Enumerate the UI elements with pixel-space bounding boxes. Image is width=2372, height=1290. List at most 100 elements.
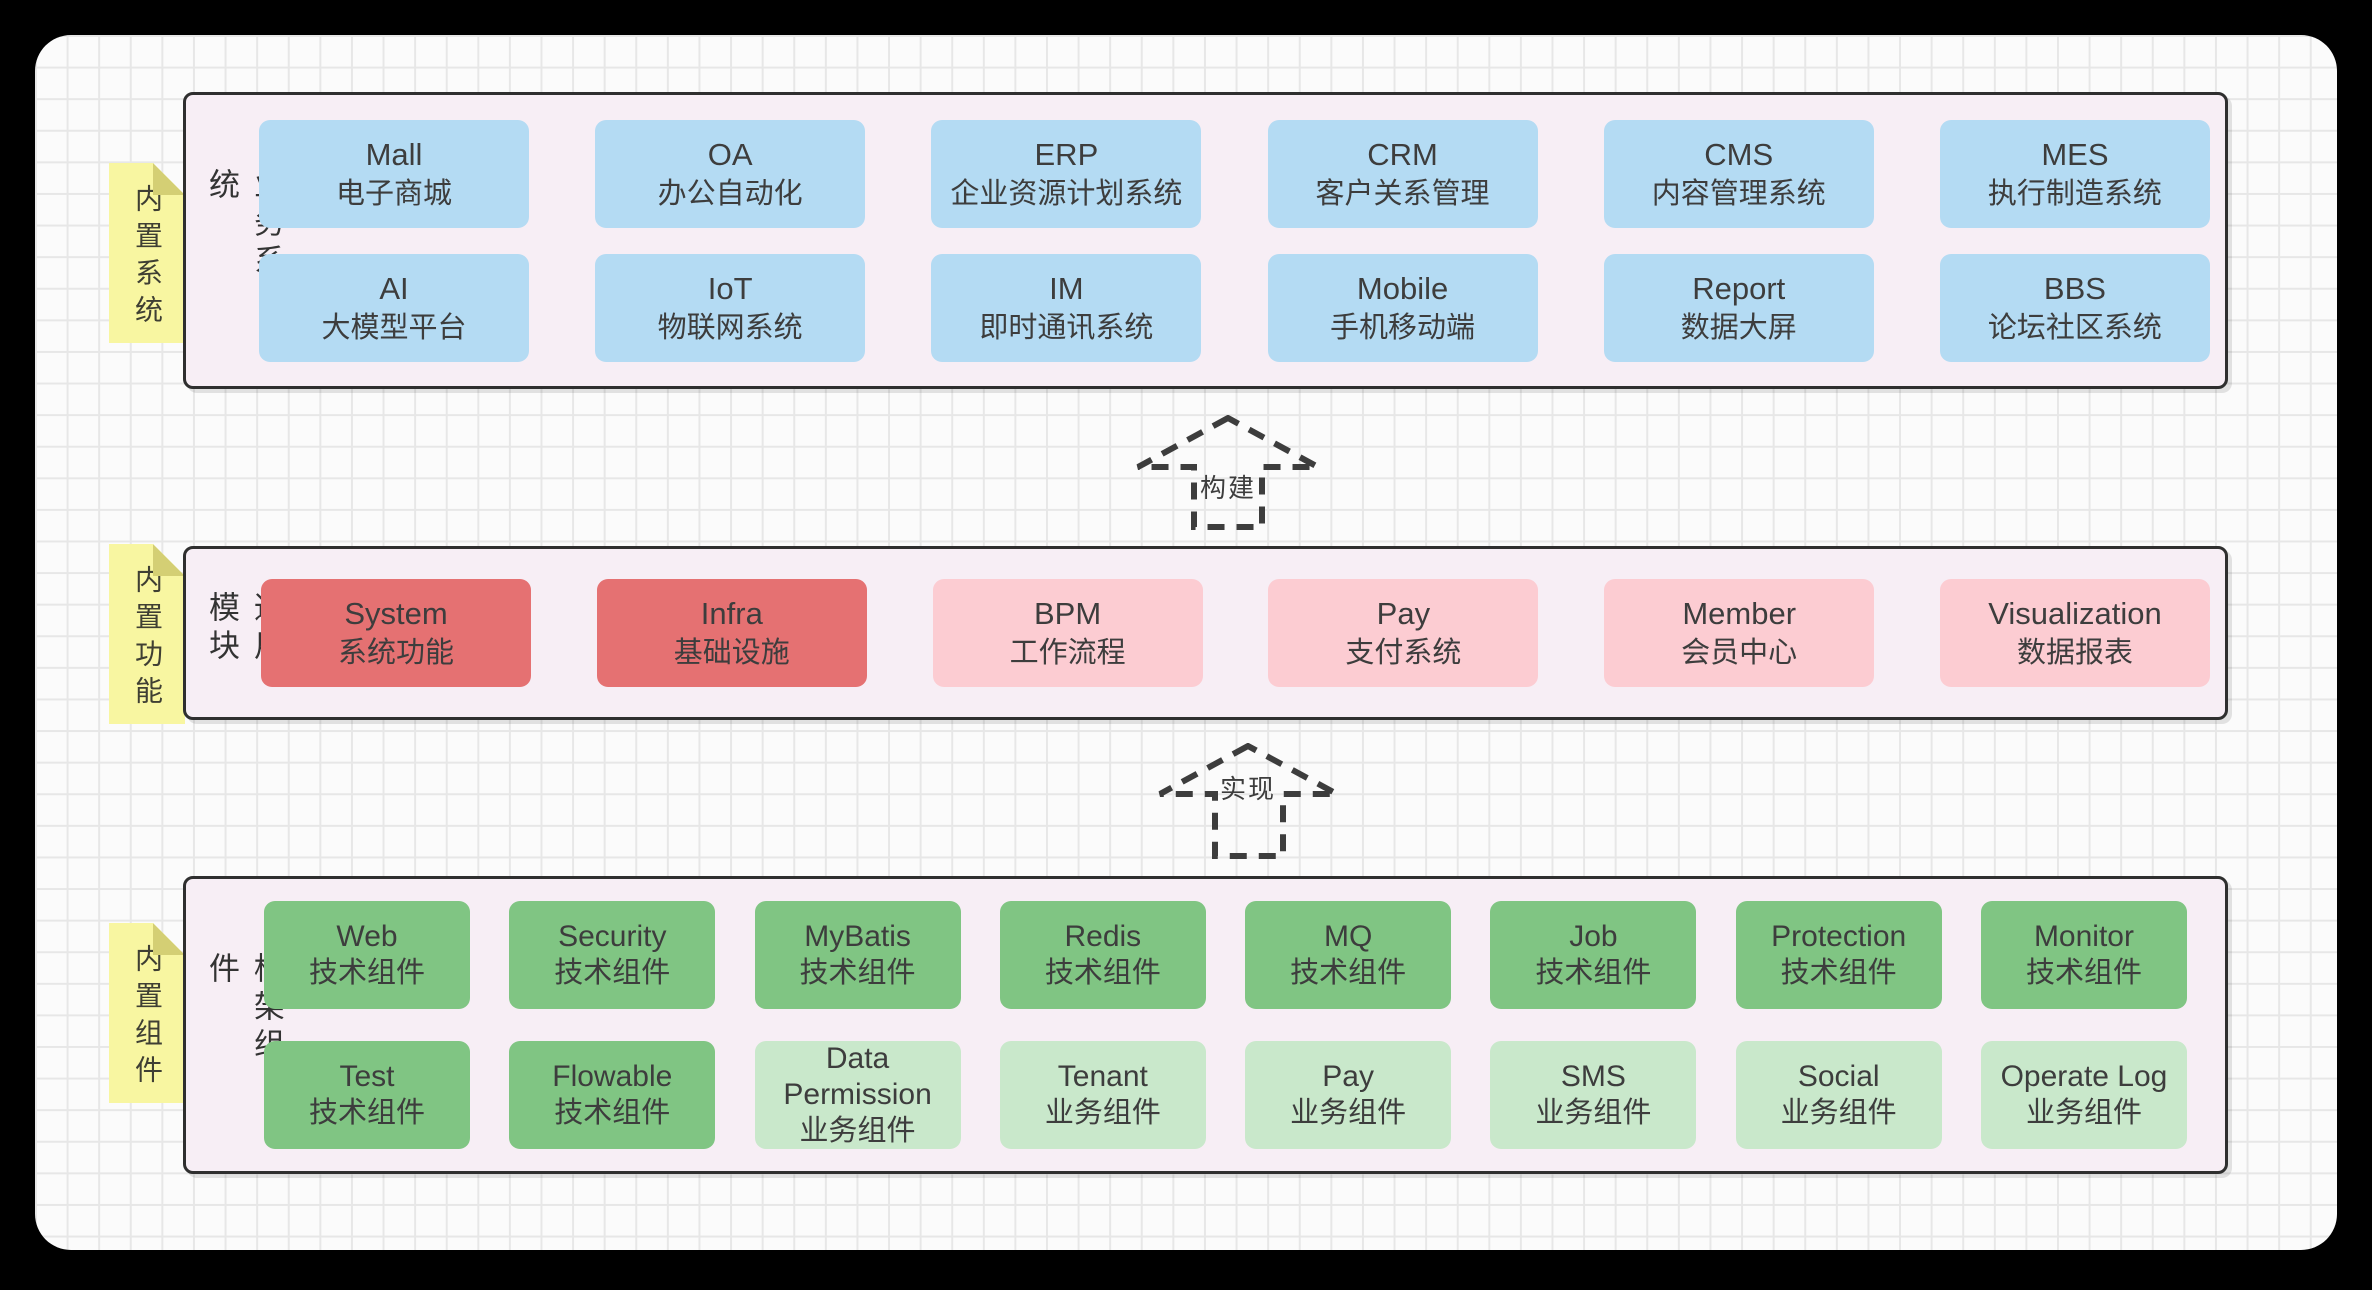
- node-iot[interactable]: IoT 物联网系统: [595, 253, 866, 362]
- node-visualization-desc: 数据报表: [2016, 637, 2133, 669]
- node-protection[interactable]: Protection 技术组件: [1735, 901, 1942, 1009]
- node-bpm-desc: 工作流程: [1009, 637, 1126, 669]
- node-tenant[interactable]: Tenant 业务组件: [999, 1041, 1206, 1149]
- node-job[interactable]: Job 技术组件: [1490, 901, 1697, 1009]
- node-redis-name: Redis: [1064, 920, 1142, 953]
- node-erp[interactable]: ERP 企业资源计划系统: [931, 119, 1202, 228]
- node-mes[interactable]: MES 执行制造系统: [1939, 119, 2210, 228]
- business-systems-group[interactable]: 业务系统 Mall 电子商城 OA 办公自动化 ERP 企业资源计划系统 CRM…: [183, 92, 2228, 389]
- node-member[interactable]: Member 会员中心: [1604, 579, 1875, 687]
- node-protection-desc: 技术组件: [1780, 957, 1897, 989]
- node-bbs-desc: 论坛社区系统: [1987, 311, 2162, 344]
- node-pay-biz-name: Pay: [1322, 1060, 1374, 1093]
- node-ai[interactable]: AI 大模型平台: [259, 253, 529, 362]
- sticky-note-business-label: 内置系统: [132, 183, 163, 332]
- node-bbs[interactable]: BBS 论坛社区系统: [1939, 253, 2210, 362]
- implement-arrow[interactable]: [1157, 743, 1340, 860]
- node-cms[interactable]: CMS 内容管理系统: [1603, 119, 1874, 228]
- node-sms-name: SMS: [1560, 1060, 1626, 1093]
- node-job-name: Job: [1569, 920, 1618, 953]
- node-mes-name: MES: [2041, 136, 2109, 172]
- framework-components-group[interactable]: 框架组件 Web 技术组件 Security 技术组件 MyBatis 技术组件…: [183, 876, 2228, 1174]
- node-crm-desc: 客户关系管理: [1315, 177, 1490, 210]
- node-cms-name: CMS: [1704, 136, 1774, 172]
- node-mall[interactable]: Mall 电子商城: [259, 119, 529, 228]
- node-social[interactable]: Social 业务组件: [1735, 1041, 1942, 1149]
- node-infra-name: Infra: [700, 596, 763, 631]
- node-operate-log-name: Operate Log: [2000, 1060, 2168, 1093]
- node-flowable[interactable]: Flowable 技术组件: [509, 1041, 716, 1149]
- node-mybatis-desc: 技术组件: [799, 957, 916, 989]
- node-report-desc: 数据大屏: [1680, 311, 1797, 344]
- node-test-name: Test: [339, 1060, 395, 1093]
- node-security-desc: 技术组件: [554, 957, 671, 989]
- implement-arrow-label: 实现: [1219, 774, 1276, 804]
- node-mq[interactable]: MQ 技术组件: [1245, 901, 1452, 1009]
- node-operate-log-desc: 业务组件: [2025, 1097, 2142, 1129]
- node-ai-desc: 大模型平台: [321, 311, 467, 344]
- node-oa-name: OA: [707, 136, 753, 172]
- node-mall-name: Mall: [365, 136, 423, 172]
- node-redis-desc: 技术组件: [1044, 957, 1161, 989]
- node-cms-desc: 内容管理系统: [1651, 177, 1826, 210]
- node-social-desc: 业务组件: [1780, 1097, 1897, 1129]
- node-im-desc: 即时通讯系统: [979, 311, 1154, 344]
- node-visualization[interactable]: Visualization 数据报表: [1939, 579, 2210, 687]
- node-protection-name: Protection: [1771, 920, 1907, 953]
- node-bbs-name: BBS: [2043, 270, 2106, 306]
- node-member-name: Member: [1682, 596, 1797, 631]
- node-ai-name: AI: [379, 270, 409, 306]
- node-pay-biz-desc: 业务组件: [1290, 1097, 1407, 1129]
- node-social-name: Social: [1797, 1060, 1880, 1093]
- node-monitor[interactable]: Monitor 技术组件: [1980, 901, 2187, 1009]
- sticky-note-components-label: 内置组件: [132, 943, 163, 1092]
- node-security[interactable]: Security 技术组件: [509, 901, 716, 1009]
- node-monitor-desc: 技术组件: [2025, 957, 2142, 989]
- node-pay-biz[interactable]: Pay 业务组件: [1245, 1041, 1452, 1149]
- node-system[interactable]: System 系统功能: [261, 579, 531, 687]
- node-mq-desc: 技术组件: [1290, 957, 1407, 989]
- node-mybatis[interactable]: MyBatis 技术组件: [754, 901, 961, 1009]
- business-systems-grid: Mall 电子商城 OA 办公自动化 ERP 企业资源计划系统 CRM 客户关系…: [259, 95, 2210, 386]
- node-test[interactable]: Test 技术组件: [264, 1041, 470, 1149]
- common-modules-group[interactable]: 通用模块 System 系统功能 Infra 基础设施 BPM 工作流程 Pay…: [183, 546, 2228, 720]
- node-operate-log[interactable]: Operate Log 业务组件: [1980, 1041, 2187, 1149]
- node-tenant-name: Tenant: [1057, 1060, 1148, 1093]
- node-test-desc: 技术组件: [308, 1097, 425, 1129]
- node-data-permission[interactable]: Data Permission 业务组件: [754, 1041, 961, 1149]
- node-sms[interactable]: SMS 业务组件: [1490, 1041, 1697, 1149]
- node-redis[interactable]: Redis 技术组件: [999, 901, 1206, 1009]
- node-web[interactable]: Web 技术组件: [264, 901, 470, 1009]
- node-monitor-name: Monitor: [2033, 920, 2134, 953]
- node-bpm[interactable]: BPM 工作流程: [932, 579, 1203, 687]
- sticky-note-modules-label: 内置功能: [132, 564, 163, 713]
- node-iot-desc: 物联网系统: [657, 311, 803, 344]
- common-modules-grid: System 系统功能 Infra 基础设施 BPM 工作流程 Pay 支付系统…: [261, 549, 2210, 717]
- sticky-note-components[interactable]: 内置组件: [109, 923, 185, 1103]
- node-tenant-desc: 业务组件: [1044, 1097, 1161, 1129]
- node-data-permission-desc: 业务组件: [799, 1115, 916, 1147]
- node-flowable-name: Flowable: [552, 1060, 673, 1093]
- node-oa[interactable]: OA 办公自动化: [595, 119, 866, 228]
- node-infra-desc: 基础设施: [673, 637, 790, 669]
- node-pay[interactable]: Pay 支付系统: [1268, 579, 1539, 687]
- node-system-name: System: [344, 596, 448, 631]
- node-job-desc: 技术组件: [1535, 957, 1652, 989]
- node-crm[interactable]: CRM 客户关系管理: [1267, 119, 1538, 228]
- whiteboard-canvas: 内置系统 内置功能 内置组件 业务系统 Mall 电子商城 OA 办公自动化 E…: [35, 35, 2337, 1250]
- node-visualization-name: Visualization: [1988, 596, 2162, 631]
- node-oa-desc: 办公自动化: [657, 177, 803, 210]
- node-mobile[interactable]: Mobile 手机移动端: [1267, 253, 1538, 362]
- node-report-name: Report: [1692, 270, 1786, 306]
- node-iot-name: IoT: [707, 270, 753, 306]
- sticky-note-business[interactable]: 内置系统: [109, 163, 185, 343]
- node-web-name: Web: [336, 920, 398, 953]
- node-mq-name: MQ: [1323, 920, 1373, 953]
- node-mes-desc: 执行制造系统: [1987, 177, 2162, 210]
- node-infra[interactable]: Infra 基础设施: [596, 579, 867, 687]
- node-report[interactable]: Report 数据大屏: [1603, 253, 1874, 362]
- sticky-note-modules[interactable]: 内置功能: [109, 544, 185, 724]
- build-arrow[interactable]: [1135, 415, 1321, 531]
- node-member-desc: 会员中心: [1681, 637, 1798, 669]
- node-im[interactable]: IM 即时通讯系统: [931, 253, 1202, 362]
